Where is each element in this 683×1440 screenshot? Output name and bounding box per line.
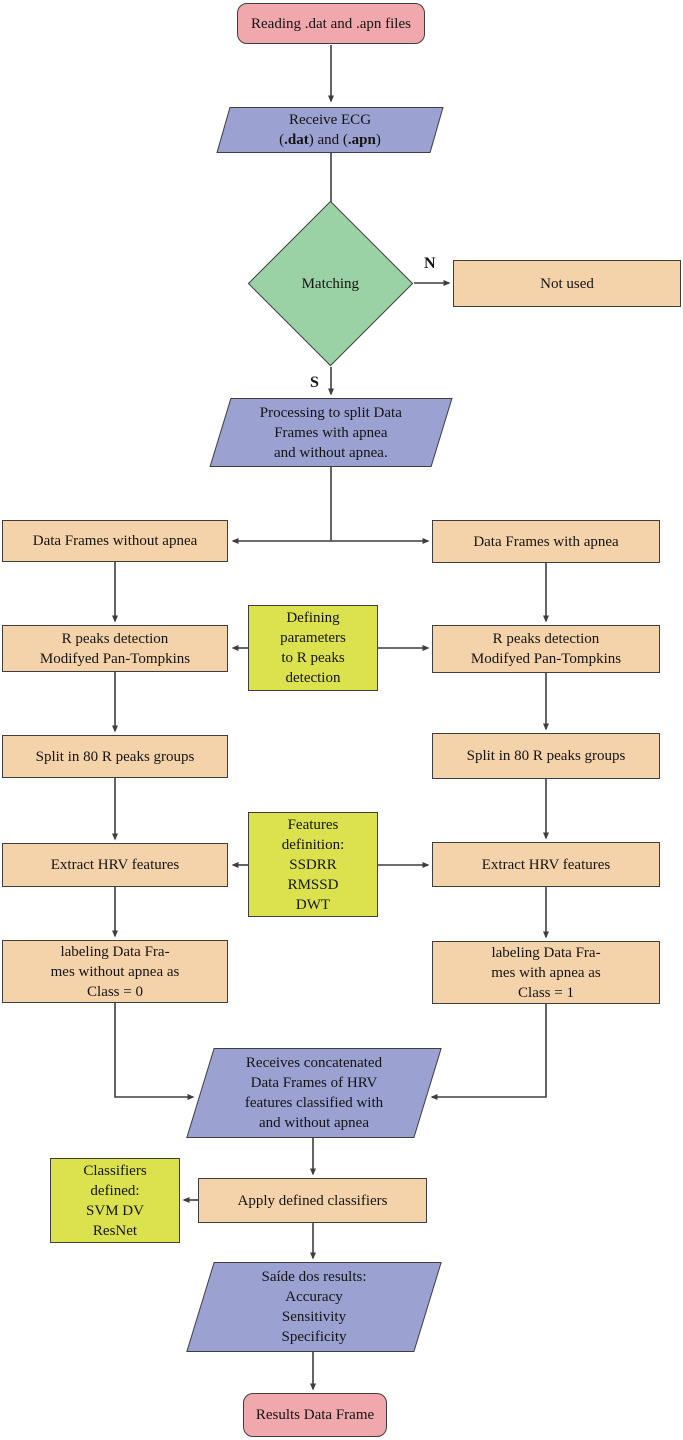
node-apply-classifiers: Apply defined classifiers (198, 1178, 427, 1223)
node-df-without-apnea: Data Frames without apnea (2, 520, 228, 562)
node-extract-right: Extract HRV features (432, 842, 660, 887)
node-split-left: Split in 80 R peaks groups (2, 735, 228, 778)
node-rpeaks-left: R peaks detection Modifyed Pan-Tompkins (2, 625, 228, 672)
node-start: Reading .dat and .apn files (237, 3, 425, 44)
node-label-with: labeling Data Fra- mes with apnea as Cla… (432, 941, 660, 1004)
node-receives-concat: Receives concatenated Data Frames of HRV… (186, 1048, 442, 1138)
edge-label-yes: S (310, 374, 319, 391)
node-extract-left: Extract HRV features (2, 843, 228, 887)
node-df-with-apnea: Data Frames with apnea (432, 520, 660, 563)
node-rpeaks-right: R peaks detection Modifyed Pan-Tompkins (432, 625, 660, 673)
node-classifiers-def: Classifiers defined: SVM DV ResNet (50, 1158, 180, 1243)
node-matching-label: Matching (301, 275, 360, 292)
node-process-split: Processing to split Data Frames with apn… (209, 398, 453, 467)
node-not-used: Not used (453, 260, 681, 307)
node-split-right: Split in 80 R peaks groups (432, 733, 660, 779)
node-start-label: Reading .dat and .apn files (251, 15, 411, 32)
node-defining-params: Defining parameters to R peaks detection (248, 605, 378, 691)
edge-label-no: N (424, 255, 436, 272)
node-end-label: Results Data Frame (255, 1407, 375, 1423)
node-receive-ecg: Receive ECG (.dat) and (.apn) (216, 107, 444, 153)
node-receive-ecg-text: Receive ECG (.dat) and (.apn) (279, 112, 381, 148)
node-features-def: Features definition: SSDRR RMSSD DWT (248, 812, 378, 917)
node-label-without: labeling Data Fra- mes without apnea as … (2, 940, 228, 1003)
node-output-results: Saíde dos results: Accuracy Sensitivity … (186, 1262, 442, 1352)
node-end: Results Data Frame (243, 1393, 387, 1437)
